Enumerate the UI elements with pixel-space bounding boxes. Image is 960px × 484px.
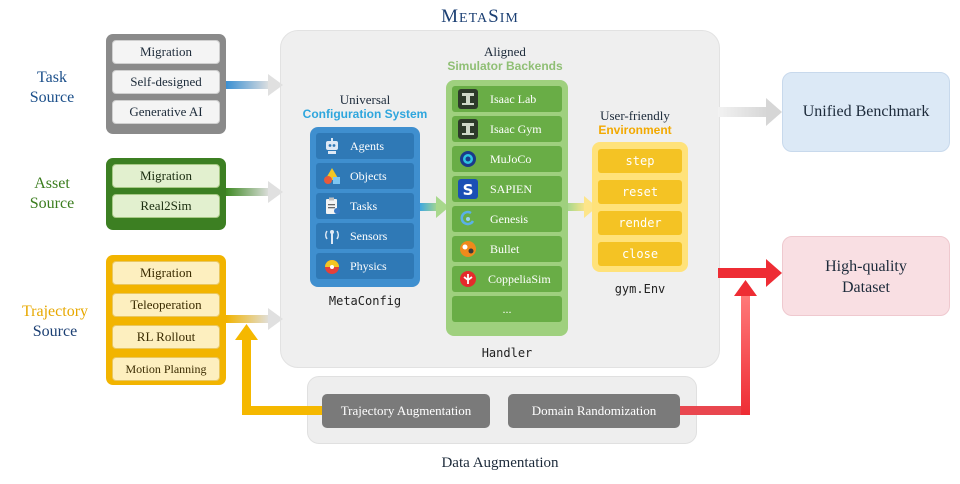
dataset-label-line1: High-quality: [825, 258, 907, 275]
config-panel: Agents Objects Tasks Sensors Physics: [310, 127, 420, 287]
domain-randomization-box: Domain Randomization: [508, 394, 680, 428]
coppeliasim-icon: [458, 269, 478, 289]
config-item-objects: Objects: [316, 163, 414, 189]
genesis-icon: [458, 209, 478, 229]
backend-item-genesis: Genesis: [452, 206, 562, 232]
environment-panel: step reset render close: [592, 142, 688, 272]
asset-arrow: [226, 188, 270, 196]
to-benchmark-arrow: [718, 107, 768, 117]
backend-item-label: Isaac Lab: [490, 92, 537, 106]
config-to-backend-arrow: [420, 203, 438, 211]
config-item-tasks: Tasks: [316, 193, 414, 219]
backends-caption: Handler: [481, 346, 533, 360]
environment-caption: gym.Env: [614, 282, 666, 296]
config-item-sensors: Sensors: [316, 223, 414, 249]
task-arrow: [226, 81, 270, 89]
backend-item-label: CoppeliaSim: [488, 272, 551, 286]
backend-item-label: Isaac Gym: [490, 122, 542, 136]
backend-item-label: Bullet: [490, 242, 520, 256]
config-item-label: Tasks: [350, 199, 378, 213]
trajectory-augmentation-label: Trajectory Augmentation: [340, 403, 472, 418]
unified-benchmark-label: Unified Benchmark: [802, 103, 930, 120]
trajectory-item-migration: Migration: [112, 261, 220, 285]
backend-item-label: MuJoCo: [490, 152, 532, 166]
task-source-group: Migration Self-designed Generative AI: [106, 34, 226, 134]
trajectory-item-teleoperation: Teleoperation: [112, 293, 220, 317]
task-item-generative-ai: Generative AI: [112, 100, 220, 124]
backend-item-label: Genesis: [490, 212, 528, 226]
to-dataset-arrow: [718, 268, 768, 278]
backend-item-isaac-gym: Isaac Gym: [452, 116, 562, 142]
backends-panel: Isaac Lab Isaac Gym MuJoCo S SAPIEN Gene…: [446, 80, 568, 336]
high-quality-dataset-box: High-quality Dataset: [782, 236, 950, 316]
sensor-icon: [322, 226, 342, 246]
env-item-reset: reset: [598, 180, 682, 204]
diagram-title: METASIM: [441, 6, 519, 27]
config-item-physics: Physics: [316, 253, 414, 279]
asset-source-group: Migration Real2Sim: [106, 158, 226, 230]
dataset-label-line2: Dataset: [842, 279, 890, 296]
trajectory-item-motion-planning: Motion Planning: [112, 357, 220, 381]
config-caption: MetaConfig: [328, 294, 402, 308]
config-title: Universal Configuration System: [302, 92, 428, 121]
backend-item-label: SAPIEN: [490, 182, 533, 196]
env-item-render: render: [598, 211, 682, 235]
backend-item-isaac-lab: Isaac Lab: [452, 86, 562, 112]
config-item-agents: Agents: [316, 133, 414, 159]
task-item-self-designed: Self-designed: [112, 70, 220, 94]
trajectory-source-group: Migration Teleoperation RL Rollout Motio…: [106, 255, 226, 385]
env-item-step: step: [598, 149, 682, 173]
environment-title: User-friendly Environment: [598, 108, 672, 137]
config-item-label: Objects: [350, 169, 387, 183]
backend-item-more: ...: [452, 296, 562, 322]
physics-icon: [322, 256, 342, 276]
sapien-icon: S: [458, 179, 478, 199]
isaac-icon: [458, 119, 478, 139]
bullet-icon: [458, 239, 478, 259]
mujoco-icon: [458, 149, 478, 169]
objects-icon: [322, 166, 342, 186]
domain-randomization-label: Domain Randomization: [531, 403, 657, 418]
robot-icon: [322, 136, 342, 156]
backends-title: Aligned Simulator Backends: [447, 44, 563, 73]
trajectory-item-rl-rollout: RL Rollout: [112, 325, 220, 349]
config-item-label: Agents: [350, 139, 384, 153]
backend-item-sapien: S SAPIEN: [452, 176, 562, 202]
task-item-migration: Migration: [112, 40, 220, 64]
data-augmentation-caption: Data Augmentation: [441, 455, 559, 471]
unified-benchmark-box: Unified Benchmark: [782, 72, 950, 152]
backend-to-env-arrow: [568, 203, 586, 211]
clipboard-icon: [322, 196, 342, 216]
svg-text:S: S: [463, 181, 474, 199]
trajectory-arrow: [226, 315, 270, 323]
backend-item-label: ...: [502, 302, 512, 316]
config-item-label: Physics: [350, 259, 387, 273]
asset-item-migration: Migration: [112, 164, 220, 188]
isaac-icon: [458, 89, 478, 109]
backend-item-bullet: Bullet: [452, 236, 562, 262]
asset-item-real2sim: Real2Sim: [112, 194, 220, 218]
backend-item-mujoco: MuJoCo: [452, 146, 562, 172]
config-item-label: Sensors: [350, 229, 388, 243]
trajectory-augmentation-box: Trajectory Augmentation: [322, 394, 490, 428]
env-item-close: close: [598, 242, 682, 266]
backend-item-coppeliasim: CoppeliaSim: [452, 266, 562, 292]
